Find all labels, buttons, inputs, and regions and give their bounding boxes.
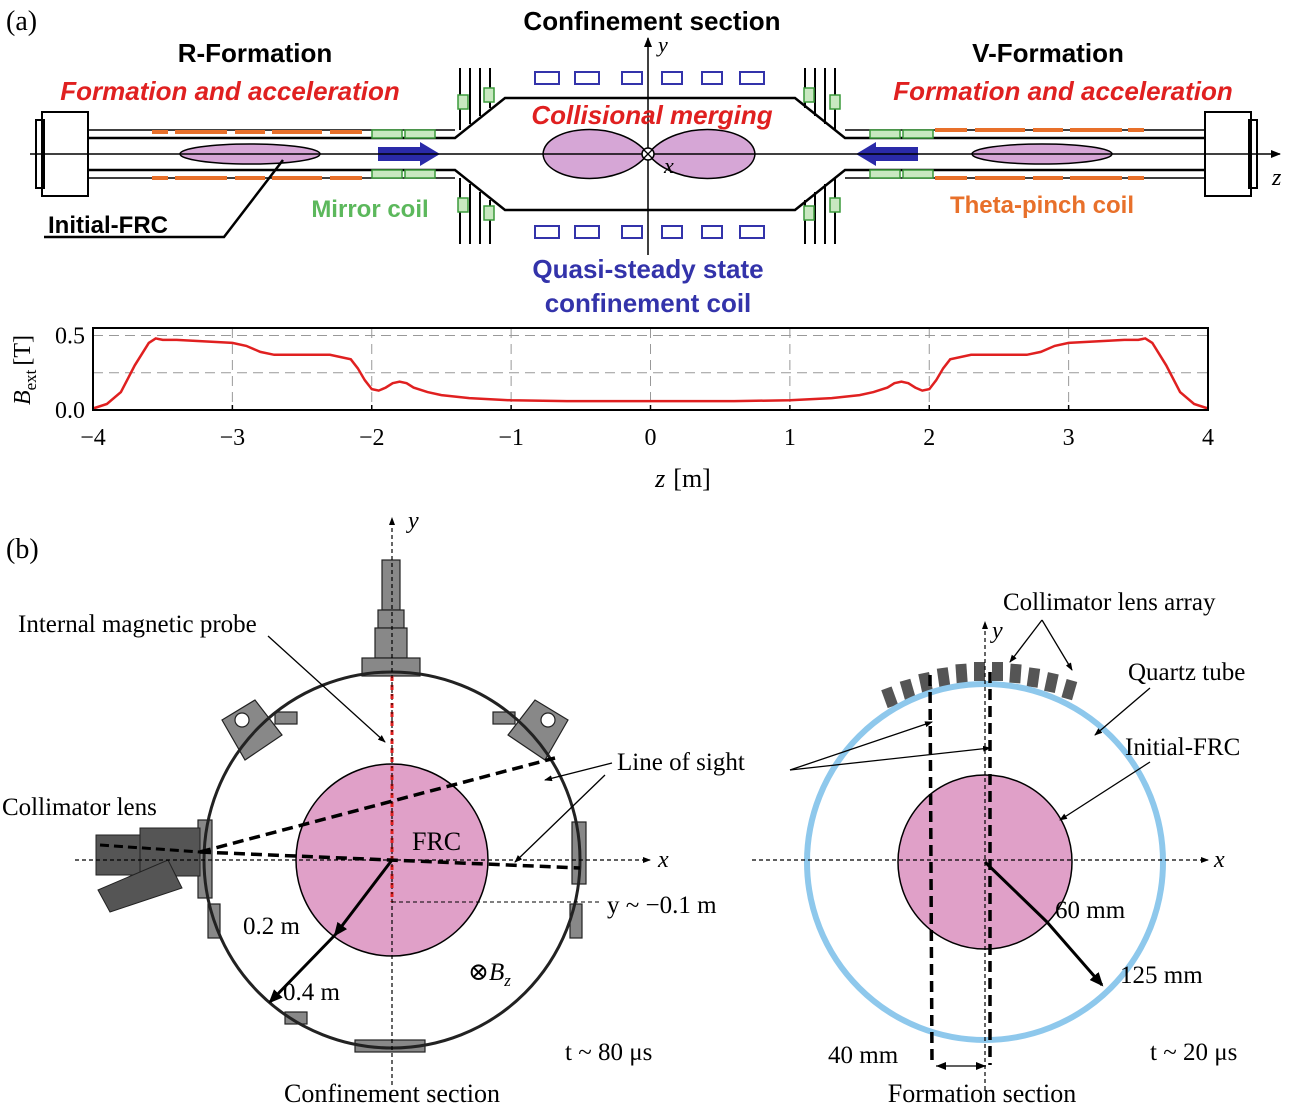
theta-pinch-coils — [152, 128, 1144, 180]
v-formation-title: V-Formation — [972, 38, 1124, 68]
probe-label: Internal magnetic probe — [18, 611, 257, 638]
confinement-section-title: Confinement section — [523, 6, 780, 36]
x-tick-label: −1 — [498, 425, 524, 451]
collimator-lens-label: Collimator lens — [2, 794, 157, 821]
panel-b-right: y x Collimator lens array Quartz tube In… — [752, 589, 1245, 1108]
internal-probe-mount — [361, 559, 421, 677]
x-tick-label: 3 — [1063, 425, 1075, 451]
theta-pinch-coil-label: Theta-pinch coil — [950, 192, 1134, 219]
los-leader-2 — [514, 774, 606, 863]
bz-label: ⊗Bz — [468, 959, 511, 990]
radius-60-label: 60 mm — [1055, 897, 1126, 924]
axis-x-label: x — [663, 153, 674, 178]
bext-chart: −4 −3 −2 −1 0 1 2 3 4 0.0 0.5 Bext[T] z[m] — [10, 323, 1214, 493]
collimator-lens-housing — [95, 827, 201, 913]
x-tick-label: 1 — [784, 425, 796, 451]
radius-60-line — [983, 860, 1049, 924]
chart-x-axis-label: z[m] — [654, 464, 711, 493]
initial-frc-label: Initial-FRC — [48, 212, 168, 239]
axis-y-label: y — [656, 32, 668, 57]
right-line-of-sight-1 — [928, 674, 934, 1066]
formation-section-label: Formation section — [888, 1079, 1076, 1108]
los-leader-right-1 — [789, 721, 933, 771]
x-tick-label: −2 — [359, 425, 385, 451]
lens-array-leader-1 — [1009, 619, 1043, 663]
quasi-steady-label-line2: confinement coil — [545, 288, 752, 318]
b-right-time-label: t ~ 20 μs — [1150, 1039, 1237, 1066]
right-formation-subtitle: Formation and acceleration — [893, 76, 1233, 106]
x-tick-label: 0 — [645, 425, 657, 451]
los-leader-right-2 — [789, 745, 991, 771]
line-of-sight-1 — [199, 756, 556, 854]
radius-02-label: 0.2 m — [243, 913, 301, 940]
radius-02-arrow — [333, 859, 394, 937]
b-right-axis-x-label: x — [1213, 847, 1225, 873]
confinement-coils — [534, 71, 765, 239]
collisional-merging-label: Collisional merging — [531, 100, 772, 130]
b-left-axis-y-label: y — [406, 508, 419, 534]
x-tick-label: −3 — [220, 425, 246, 451]
quasi-steady-label-line1: Quasi-steady state — [532, 254, 763, 284]
y-offset-label: y ~ −0.1 m — [607, 892, 717, 919]
vessel-brackets — [197, 699, 587, 1053]
panel-a-label: (a) — [6, 6, 37, 37]
x-tick-label: 2 — [923, 425, 935, 451]
radius-04-label: 0.4 m — [283, 979, 341, 1006]
radius-125-label: 125 mm — [1120, 962, 1203, 989]
x-tick-label: 4 — [1202, 425, 1214, 451]
x-tick-label: −4 — [80, 425, 106, 451]
frc-label: FRC — [412, 827, 461, 856]
bext-line — [92, 337, 1209, 410]
quartz-tube-label: Quartz tube — [1128, 659, 1245, 686]
initial-frc-label-b: Initial-FRC — [1125, 734, 1240, 761]
panel-b-label: (b) — [6, 534, 39, 565]
initial-frc-leader — [44, 159, 284, 239]
panel-b-left: (b) — [2, 508, 745, 1108]
r-formation-title: R-Formation — [178, 38, 333, 68]
mirror-coil-label: Mirror coil — [311, 196, 428, 223]
line-of-sight-label-left: Line of sight — [617, 749, 745, 776]
chart-frame — [92, 327, 1209, 411]
mirror-coils — [371, 87, 934, 221]
chart-y-axis-label: Bext[T] — [10, 335, 40, 405]
chart-grid — [93, 328, 1208, 410]
y-tick-label: 0.5 — [55, 323, 85, 349]
y-tick-label: 0.0 — [55, 398, 85, 424]
initial-frc-leader-b — [1059, 761, 1151, 821]
probe-leader — [267, 635, 386, 743]
los-leader-1 — [544, 762, 613, 782]
axis-z-label: z — [1271, 165, 1282, 191]
lens-array-leader-2 — [1041, 619, 1073, 671]
chart-ticks: −4 −3 −2 −1 0 1 2 3 4 0.0 0.5 — [55, 323, 1214, 451]
gap-label: 40 mm — [828, 1042, 899, 1069]
quartz-leader — [1094, 687, 1151, 736]
panel-a: (a) Confinement section R-Formation V-Fo… — [6, 6, 1282, 318]
b-left-time-label: t ~ 80 μs — [565, 1039, 652, 1066]
left-formation-subtitle: Formation and acceleration — [60, 76, 400, 106]
confinement-section-label: Confinement section — [284, 1079, 500, 1108]
lens-array-label: Collimator lens array — [1003, 589, 1216, 616]
b-left-axis-x-label: x — [657, 847, 669, 873]
radius-125-arrow — [1045, 921, 1104, 987]
b-right-axis-y-label: y — [990, 618, 1003, 644]
line-of-sight-2 — [199, 850, 581, 870]
radius-04-arrow — [268, 933, 337, 1004]
